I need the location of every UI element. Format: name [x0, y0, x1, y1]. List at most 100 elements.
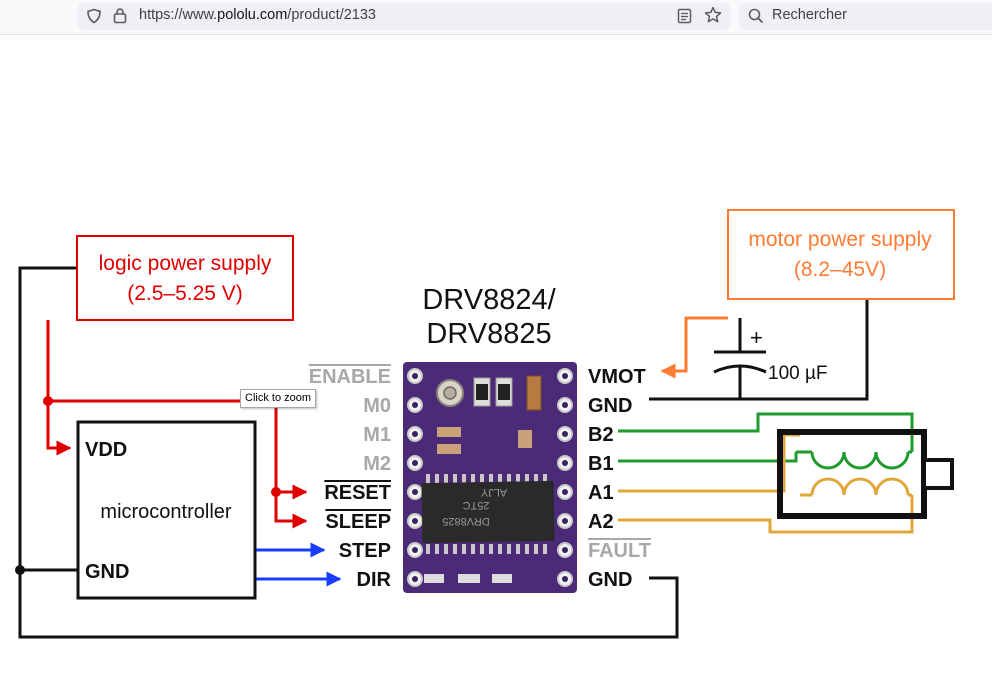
coil-a: [810, 477, 910, 496]
tracking-protection-shield-icon[interactable]: [86, 8, 102, 24]
bookmark-star-icon[interactable]: [704, 6, 722, 24]
ic-lead-bottom-12: [534, 544, 538, 554]
ic-lead-top-4: [462, 474, 466, 484]
logic-power-wires: [46, 320, 308, 529]
bottom-smd-3: [492, 574, 512, 583]
ic-lead-bottom-1: [435, 544, 439, 554]
left-pin-label-dir: DIR: [357, 569, 392, 591]
left-pad-hole-4: [412, 489, 418, 495]
capacitor-label: 100 µF: [768, 363, 828, 384]
right-pin-label-a2: A2: [588, 511, 614, 533]
ic-lead-top-1: [435, 474, 439, 484]
bottom-smd-2: [458, 574, 480, 583]
search-placeholder[interactable]: Rechercher: [772, 7, 847, 23]
ground-wires: [18, 266, 869, 639]
ic-lead-top-9: [507, 474, 511, 484]
right-pad-hole-1: [562, 402, 568, 408]
smd-part-2: [437, 444, 461, 454]
potentiometer-knob: [443, 386, 457, 400]
right-pin-label-gnd-1: GND: [588, 395, 632, 417]
right-pad-hole-4: [562, 489, 568, 495]
ic-leads: [426, 474, 547, 554]
search-bar[interactable]: [739, 3, 992, 30]
ic-lead-top-12: [534, 474, 538, 484]
sense-resistor-2-body: [498, 384, 510, 400]
right-pin-label-b1: B1: [588, 453, 614, 475]
left-pad-hole-6: [412, 547, 418, 553]
ic-marking-line1: DRV8825: [442, 515, 490, 527]
ic-lead-top-3: [453, 474, 457, 484]
left-pad-hole-1: [412, 402, 418, 408]
left-pin-label-m2: M2: [363, 453, 391, 475]
right-pin-label-vmot: VMOT: [588, 366, 646, 388]
ic-lead-bottom-3: [453, 544, 457, 554]
bottom-smd-1: [424, 574, 444, 583]
right-pad-hole-5: [562, 518, 568, 524]
right-pin-label-a1: A1: [588, 482, 614, 504]
sense-resistor-1-body: [476, 384, 488, 400]
lock-icon[interactable]: [113, 7, 127, 24]
left-pad-hole-3: [412, 460, 418, 466]
ic-lead-top-7: [489, 474, 493, 484]
ic-lead-top-10: [516, 474, 520, 484]
logic-supply-range: (2.5–5.25 V): [127, 282, 243, 305]
chip-title-line2: DRV8825: [426, 318, 551, 350]
right-pad-hole-0: [562, 373, 568, 379]
left-pad-hole-7: [412, 576, 418, 582]
left-pin-label-reset: RESET: [324, 482, 391, 504]
logic-power-supply-box: logic power supply (2.5–5.25 V): [76, 235, 294, 321]
ic-lead-bottom-6: [480, 544, 484, 554]
ic-marking: ALJY 25TC DRV8825: [442, 486, 507, 527]
ic-lead-top-5: [471, 474, 475, 484]
motor-supply-label: motor power supply: [748, 228, 932, 251]
right-pad-hole-7: [562, 576, 568, 582]
ic-lead-bottom-10: [516, 544, 520, 554]
left-pad-hole-5: [412, 518, 418, 524]
logic-junction-dot: [43, 396, 53, 406]
ic-lead-bottom-5: [471, 544, 475, 554]
url-domain: pololu.com: [217, 7, 288, 23]
left-pin-label-sleep: SLEEP: [325, 511, 391, 533]
motor-power-supply-box: motor power supply (8.2–45V): [727, 209, 955, 300]
coil-b-wires: [618, 412, 914, 463]
left-pin-label-m0: M0: [363, 395, 391, 417]
ic-lead-bottom-11: [525, 544, 529, 554]
search-icon: [748, 8, 764, 24]
ic-lead-top-8: [498, 474, 502, 484]
ic-marking-line3: ALJY: [480, 486, 507, 498]
ground-junction-dot: [15, 565, 25, 575]
capacitor-smd: [526, 375, 542, 411]
browser-toolbar: https://www.pololu.com/product/2133 Rech…: [0, 0, 992, 35]
right-pad-hole-6: [562, 547, 568, 553]
ic-lead-bottom-4: [462, 544, 466, 554]
mcu-gnd-label: GND: [85, 561, 129, 583]
ic-lead-top-13: [543, 474, 547, 484]
left-pin-label-m1: M1: [363, 424, 391, 446]
motor-supply-range: (8.2–45V): [794, 258, 886, 281]
mcu-label: microcontroller: [100, 501, 231, 523]
address-bar[interactable]: [78, 3, 730, 30]
ic-lead-bottom-7: [489, 544, 493, 554]
right-pin-label-fault: FAULT: [588, 540, 651, 562]
chip-title-line1: DRV8824/: [422, 284, 556, 316]
reset-sleep-junction-dot: [271, 487, 281, 497]
click-to-zoom-tooltip: Click to zoom: [240, 389, 317, 408]
ic-lead-bottom-2: [444, 544, 448, 554]
url-text[interactable]: https://www.pololu.com/product/2133: [139, 7, 376, 23]
ic-marking-line2: 25TC: [462, 499, 489, 511]
right-pad-hole-3: [562, 460, 568, 466]
right-pin-label-b2: B2: [588, 424, 614, 446]
ic-lead-bottom-9: [507, 544, 511, 554]
ic-lead-bottom-0: [426, 544, 430, 554]
reader-view-icon[interactable]: [677, 8, 692, 24]
right-pad-hole-2: [562, 431, 568, 437]
smd-part-1: [437, 427, 461, 437]
left-pin-label-step: STEP: [339, 540, 391, 562]
board-pads: [407, 368, 573, 587]
mcu-vdd-label: VDD: [85, 439, 127, 461]
capacitor-100uF: + 100 µF: [713, 318, 828, 399]
logic-supply-label: logic power supply: [99, 252, 272, 275]
chip-title: DRV8824/ DRV8825: [422, 284, 556, 350]
ic-lead-top-6: [480, 474, 484, 484]
